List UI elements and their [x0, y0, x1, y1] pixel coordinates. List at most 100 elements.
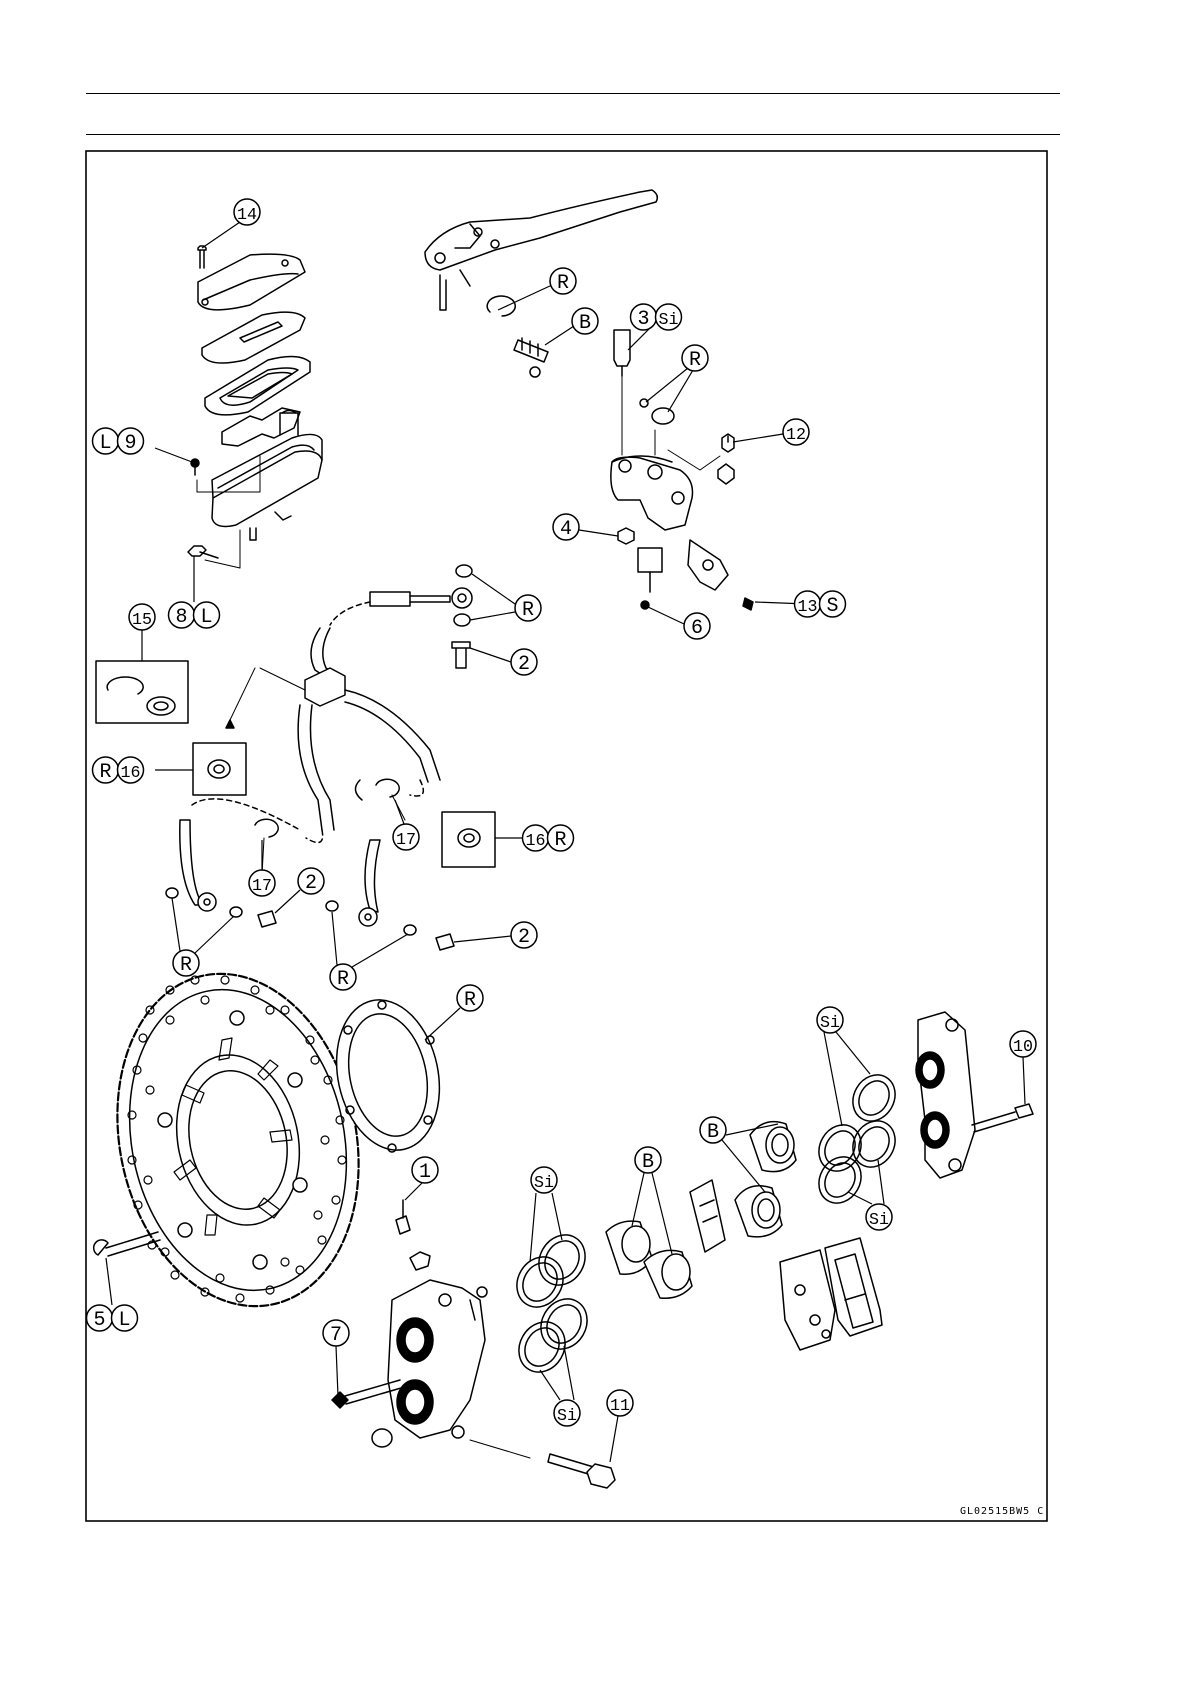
callout-label: R [554, 829, 566, 852]
callout-label: R [464, 989, 476, 1012]
callout-label: R [337, 968, 349, 991]
callout-c12: 12 [783, 419, 809, 445]
leader-line [878, 1160, 884, 1204]
leader-line [336, 1346, 338, 1396]
callout-c2c: 2 [511, 922, 537, 949]
callout-c1: 1 [412, 1157, 438, 1184]
leader-line [498, 285, 552, 310]
callout-label: 2 [518, 926, 530, 949]
callout-cB3: B [635, 1147, 661, 1174]
leader-line [454, 936, 511, 942]
callout-label: 2 [518, 653, 530, 676]
callout-c13: 13S [795, 591, 846, 618]
callout-label: R [689, 349, 701, 372]
callout-c17b: 17 [393, 824, 419, 850]
callout-label: B [642, 1151, 654, 1174]
callout-label: 17 [396, 831, 416, 850]
callout-label: L [118, 1309, 130, 1332]
callout-cSi3: Si [866, 1204, 892, 1230]
leader-line [395, 800, 404, 824]
leader-line [540, 1370, 560, 1400]
reservoir-assembly [188, 246, 322, 568]
callout-label: 12 [786, 426, 806, 445]
brake-disc [88, 951, 453, 1329]
callout-label: 11 [610, 1397, 630, 1416]
leader-line [275, 890, 300, 913]
leader-line [530, 1193, 536, 1262]
callout-c11: 11 [607, 1390, 633, 1416]
callout-cR2: R [682, 345, 708, 372]
callout-cR3: R [515, 595, 541, 622]
callout-label: 1 [419, 1161, 431, 1184]
callout-label: 4 [560, 518, 572, 541]
callout-cSi1: Si [817, 1007, 843, 1033]
leader-line [202, 222, 240, 248]
leader-line [632, 1173, 644, 1226]
leader-line [470, 648, 511, 662]
callout-c17a: 17 [249, 870, 275, 896]
callout-cSi2: Si [531, 1167, 557, 1193]
leader-line [646, 368, 688, 402]
callout-label: Si [869, 1211, 889, 1230]
callout-label: 10 [1013, 1038, 1033, 1057]
callout-label: B [579, 312, 591, 335]
leader-line [552, 1193, 562, 1240]
leader-line [352, 934, 408, 967]
leader-line [106, 1258, 112, 1305]
callout-label: 16 [526, 832, 546, 851]
callout-label: 3 [637, 308, 649, 331]
leader-line [652, 1173, 672, 1254]
callout-c2a: 2 [511, 649, 537, 676]
leader-line [470, 612, 515, 620]
leader-line [648, 607, 684, 624]
callout-label: 14 [237, 206, 257, 225]
callout-label: 15 [132, 611, 152, 630]
callout-label: B [707, 1121, 719, 1144]
leader-line [472, 574, 515, 604]
callout-cR4: R [173, 950, 199, 977]
callout-c6: 6 [684, 613, 710, 640]
leader-line [425, 1008, 460, 1040]
callout-label: 8 [175, 606, 187, 629]
leader-line [1023, 1057, 1025, 1104]
leader-line [836, 1032, 870, 1074]
callout-c7: 7 [323, 1320, 349, 1347]
leader-line [405, 1183, 422, 1200]
leader-line [545, 326, 574, 345]
callout-label: Si [659, 311, 679, 330]
callout-c14: 14 [234, 199, 260, 225]
callout-label: R [180, 954, 192, 977]
callout-label: Si [557, 1407, 577, 1426]
callout-label: 16 [121, 764, 141, 783]
leader-line [668, 370, 693, 412]
leader-line [332, 912, 337, 965]
callout-label: Si [820, 1014, 840, 1033]
callout-c10: 10 [1010, 1031, 1036, 1057]
leader-line [610, 1416, 618, 1462]
leader-line [172, 898, 180, 951]
callout-cR1: R [550, 268, 576, 295]
callout-label: R [557, 272, 569, 295]
callout-c3: 3 Si [631, 304, 682, 331]
callout-label: L [200, 606, 212, 629]
brake-hose-assembly [96, 565, 495, 950]
leader-line [628, 328, 650, 350]
master-cylinder-assembly [425, 190, 753, 610]
callout-c15: 15 [129, 604, 155, 630]
callout-label: L [99, 432, 111, 455]
leader-line [579, 530, 618, 536]
callout-c8: 8L [169, 602, 220, 629]
callout-label: 9 [124, 432, 136, 455]
callout-label: 13 [798, 598, 818, 617]
leader-line [824, 1032, 842, 1126]
callout-cR6: R [457, 985, 483, 1012]
callout-label: 6 [691, 617, 703, 640]
leader-line [155, 448, 192, 462]
callout-c2b: 2 [298, 868, 324, 895]
callout-label: Si [534, 1174, 554, 1193]
callout-cSi4: Si [554, 1400, 580, 1426]
